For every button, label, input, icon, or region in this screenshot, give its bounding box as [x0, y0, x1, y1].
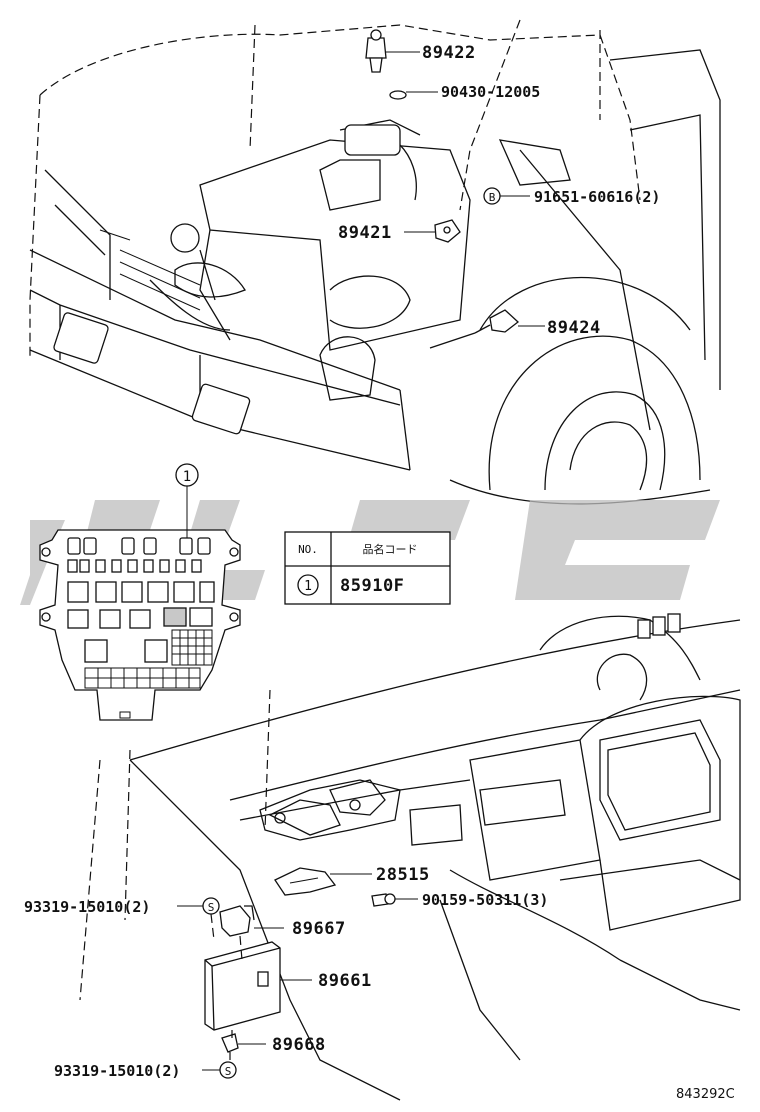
callout-91651-60616: 91651-60616(2)	[534, 188, 660, 206]
figure-code: 843292C	[676, 1087, 735, 1102]
callout-89668: 89668	[272, 1035, 326, 1055]
truck-cab-outline	[29, 19, 721, 505]
part-sensor-89422	[365, 29, 420, 73]
table-header-no: NO.	[298, 543, 318, 556]
part-bolt-91651: B	[483, 187, 530, 205]
part-screw-93319-upper: S	[177, 897, 220, 941]
relay-block: 1	[39, 463, 241, 721]
bolt-marker: B	[489, 191, 496, 204]
callout-93319-15010-upper: 93319-15010(2)	[24, 898, 150, 916]
relay-block-index-label: 1	[183, 469, 191, 485]
part-sensor-89421	[404, 219, 461, 243]
callout-90159-50311: 90159-50311(3)	[422, 891, 548, 909]
part-number-table: NO. 品名コード 1 85910F	[284, 531, 451, 605]
screw-marker-lower: S	[225, 1065, 232, 1078]
screw-marker-upper: S	[208, 901, 215, 914]
part-screw-93319-lower: S	[202, 1061, 237, 1079]
part-bracket-28515	[274, 867, 372, 896]
part-clip-89667	[219, 905, 284, 937]
callout-89422: 89422	[422, 43, 476, 63]
part-clip-89668	[221, 1030, 266, 1060]
callout-89421: 89421	[338, 223, 392, 243]
callout-28515: 28515	[376, 865, 430, 885]
callout-89667: 89667	[292, 919, 346, 939]
table-header-code: 品名コード	[363, 542, 418, 556]
callout-89424: 89424	[547, 318, 601, 338]
dashboard-outline	[79, 613, 741, 1101]
part-sensor-89424	[429, 309, 545, 349]
part-screw-90159	[371, 893, 418, 907]
callout-90430-12005: 90430-12005	[441, 83, 540, 101]
part-ecu-89661	[204, 935, 312, 1031]
table-row-index: 1	[304, 579, 312, 594]
table-row-code: 85910F	[340, 576, 404, 596]
callout-89661: 89661	[318, 971, 372, 991]
part-gasket-90430	[389, 90, 438, 100]
callout-93319-15010-lower: 93319-15010(2)	[54, 1062, 180, 1080]
